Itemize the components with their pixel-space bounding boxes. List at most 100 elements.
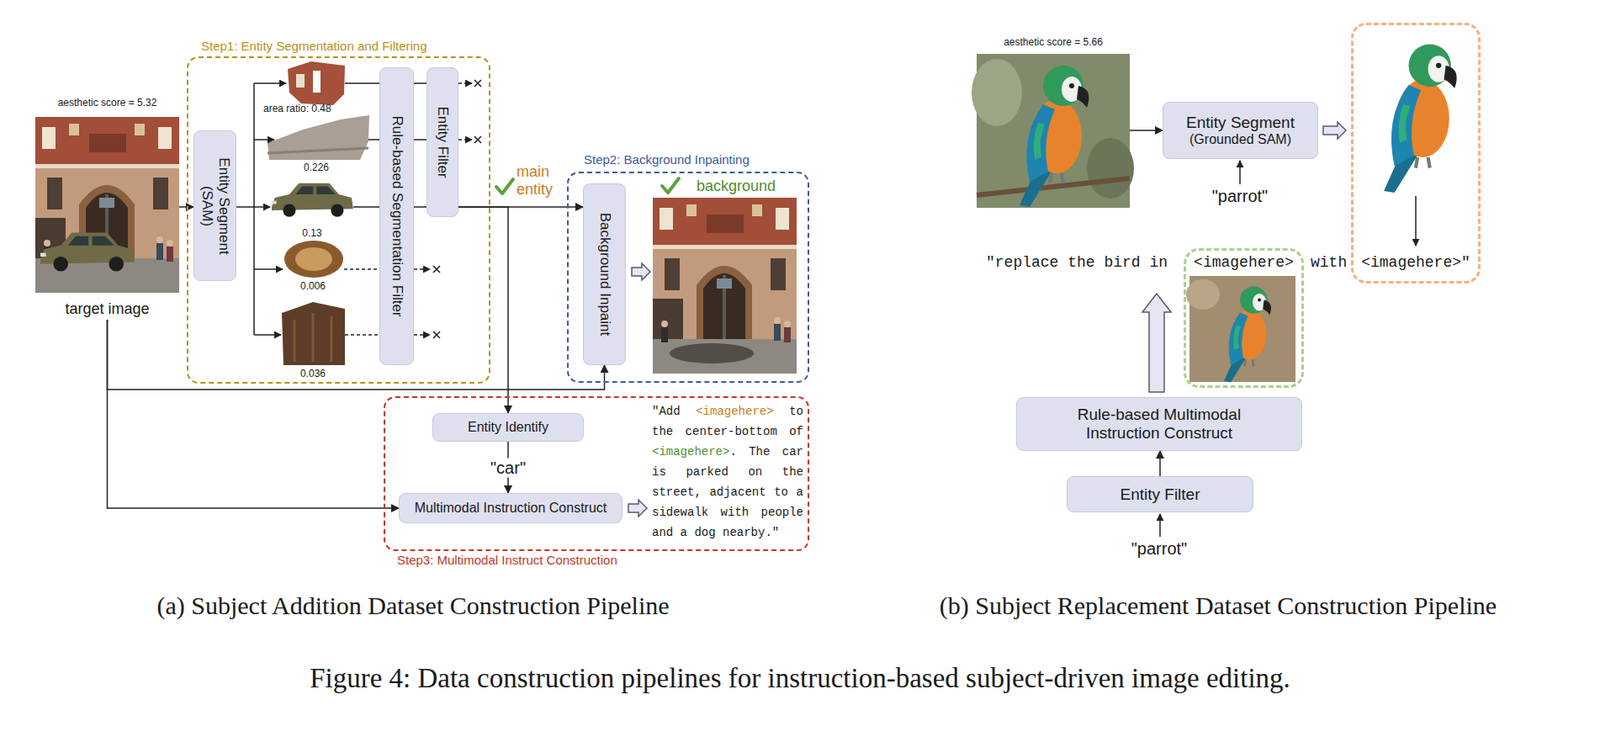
- process-box: Rule-based Segmentation Filter: [379, 67, 414, 366]
- box-label: Background Inpaint: [596, 194, 614, 355]
- branch-wire: [368, 138, 380, 141]
- hollow-arrow: [628, 263, 651, 517]
- block-arrow: [1142, 293, 1171, 393]
- text-run: "Add: [651, 404, 696, 419]
- target-photo: [40, 232, 135, 271]
- area-ratio: 0.036: [300, 368, 326, 381]
- image-caption: target image: [35, 300, 180, 318]
- parrot-photo: [976, 178, 1130, 196]
- branch-wire: [413, 268, 430, 271]
- region-title: Step2: Background Inpainting: [583, 152, 750, 167]
- process-box: Entity Segment (SAM): [193, 130, 237, 281]
- segment-cutout: [281, 301, 345, 366]
- box-label: Entity Identify: [467, 419, 549, 435]
- segment-cutout: [284, 240, 344, 278]
- edge-label: "car": [487, 457, 529, 477]
- instruction-text: with: [1310, 253, 1347, 272]
- leader-arrow: [1239, 160, 1241, 185]
- area-ratio: 0.006: [300, 280, 326, 293]
- figure-caption: Figure 4: Data construction pipelines fo…: [309, 662, 1291, 695]
- box-label: (Grounded SAM): [1189, 132, 1292, 148]
- branch-wire: [254, 333, 281, 336]
- connector: [107, 319, 400, 509]
- process-box: Background Inpaint: [582, 183, 626, 366]
- text-run: <imagehere>: [651, 445, 730, 459]
- placeholder-token: <imagehere>": [1353, 253, 1479, 272]
- parrot-photo: [971, 53, 1134, 208]
- step-region: Step1: Entity Segmentation and Filtering…: [186, 56, 491, 384]
- source-photo: aesthetic score = 5.32 target image: [35, 97, 180, 318]
- score-label: aesthetic score = 5.66: [976, 37, 1130, 49]
- hollow-arrow: [628, 499, 647, 517]
- check-mark: [496, 179, 514, 194]
- process-box: Entity Filter: [426, 67, 459, 218]
- branch-wire: [413, 333, 430, 336]
- hollow-arrow: [631, 263, 651, 281]
- parrot-cutout: [1383, 44, 1457, 193]
- block-arrow: [1323, 121, 1346, 139]
- background-photo: [652, 197, 797, 374]
- area-ratio: area ratio: 0.48: [263, 103, 332, 116]
- branch-wire: [353, 206, 380, 208]
- box-label: Entity Filter: [434, 79, 451, 206]
- branch-wire: [254, 206, 271, 208]
- score-label: aesthetic score = 5.32: [35, 97, 180, 110]
- placeholder-token: <imagehere>: [1186, 253, 1302, 272]
- bird-photo: [1186, 279, 1220, 310]
- reject-mark: [433, 331, 440, 339]
- background-photo: [669, 343, 754, 364]
- box-label: Rule-based Multimodal Instruction Constr…: [1058, 405, 1261, 443]
- prompt-word: "parrot": [1131, 539, 1187, 559]
- bird-photo: [1186, 275, 1296, 382]
- connector: [1129, 129, 1163, 132]
- box-label: Entity Filter: [1119, 485, 1200, 504]
- reject-mark: [433, 265, 440, 273]
- instruction-text: "replace the bird in: [985, 253, 1168, 272]
- segment-cutout: [271, 183, 354, 218]
- branch-wire: [254, 82, 287, 85]
- branch-wire: [254, 268, 283, 271]
- reject-mark: [474, 136, 482, 144]
- branch-wire: [254, 138, 275, 141]
- status-label: background: [696, 177, 776, 196]
- parrot-cutout: [1383, 44, 1457, 193]
- segment-cutout: [294, 312, 332, 362]
- region-title: Step1: Entity Segmentation and Filtering: [201, 38, 428, 53]
- leader-arrow: [1414, 196, 1417, 246]
- status-label: main entity: [516, 163, 567, 198]
- process-box: Entity Filter: [1066, 476, 1254, 513]
- segment-cutout: [312, 70, 321, 93]
- branch-wire: [344, 268, 380, 271]
- area-ratio: 0.226: [303, 162, 329, 175]
- step-region: Step2: Background InpaintingBackground I…: [566, 171, 810, 383]
- segment-cutout: [267, 115, 370, 160]
- subfigure-caption: (b) Subject Replacement Dataset Construc…: [939, 591, 1497, 621]
- process-box: Multimodal Instruction Construct: [398, 492, 623, 524]
- leader-arrow: [1159, 513, 1161, 537]
- text-run: <imagehere>: [695, 404, 774, 419]
- area-ratio: 0.13: [301, 227, 322, 240]
- process-box: Entity Segment(Grounded SAM): [1162, 101, 1319, 159]
- reject-mark: [474, 79, 482, 87]
- parrot-photo: [1019, 65, 1089, 207]
- branch-wire: [236, 206, 255, 208]
- parrot-photo: [1086, 137, 1134, 199]
- connector: [413, 82, 427, 85]
- region-title: Step3: Multimodal Instruct Construction: [397, 552, 618, 567]
- image-slot: <imagehere>: [1183, 248, 1304, 388]
- segment-cutout: [295, 247, 333, 271]
- branch-wire: [458, 82, 472, 85]
- branch-wire: [344, 333, 380, 336]
- image-slot: <imagehere>": [1350, 22, 1481, 284]
- parrot-photo: [971, 58, 1023, 127]
- branch-wire: [344, 82, 380, 85]
- segment-cutout: [296, 74, 305, 88]
- segment-cutout: [287, 61, 345, 106]
- bird-photo: [1223, 286, 1272, 382]
- box-label: Multimodal Instruction Construct: [414, 500, 608, 516]
